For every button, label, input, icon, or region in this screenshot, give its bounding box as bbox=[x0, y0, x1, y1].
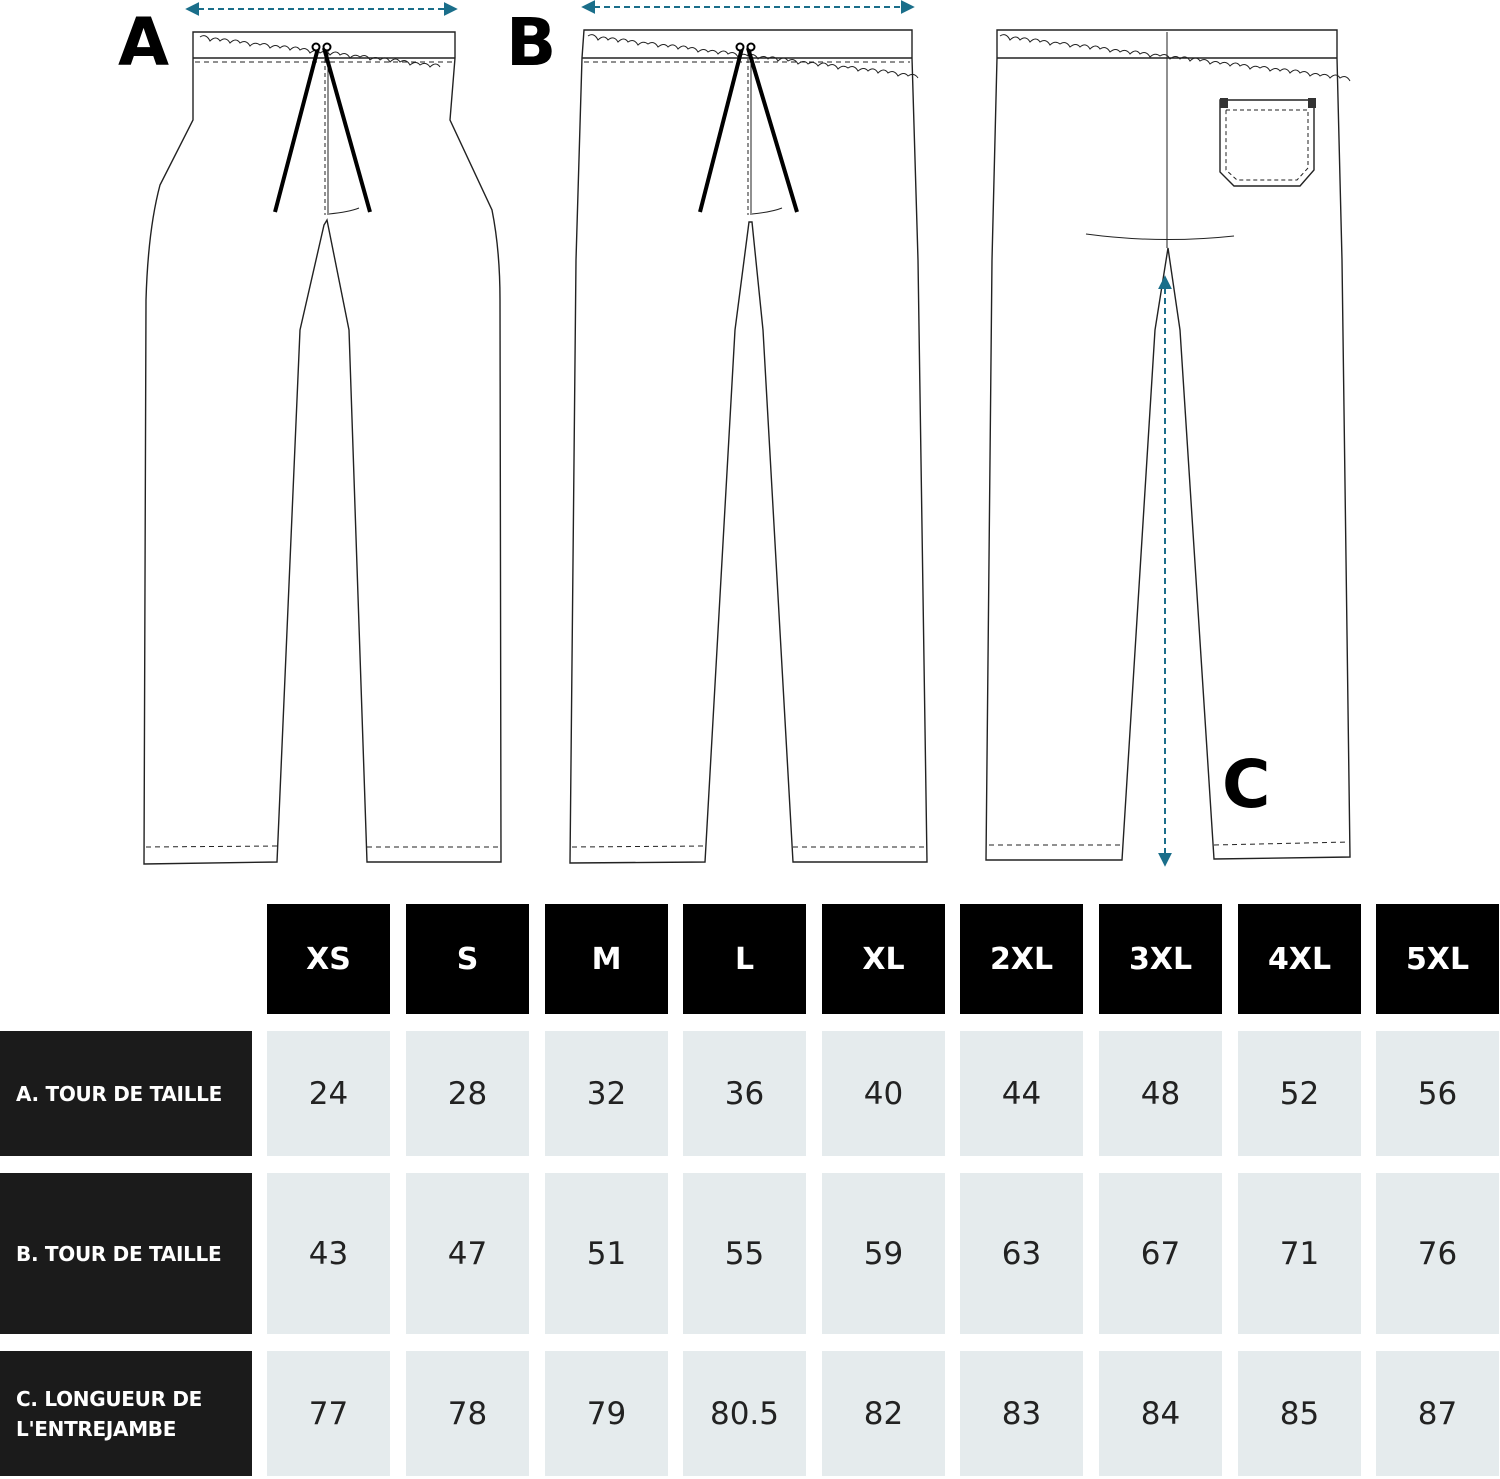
label-a: A bbox=[118, 4, 170, 81]
measurement-cell: 48 bbox=[1099, 1031, 1222, 1156]
label-c: C bbox=[1222, 746, 1271, 823]
measurement-cell: 36 bbox=[683, 1031, 806, 1156]
measurement-cell: 63 bbox=[960, 1173, 1083, 1334]
measurement-cell: 28 bbox=[406, 1031, 529, 1156]
pants-a-drawing bbox=[143, 31, 502, 865]
measurement-cell: 56 bbox=[1376, 1031, 1499, 1156]
measurement-cell: 32 bbox=[545, 1031, 668, 1156]
measurement-cell: 84 bbox=[1099, 1351, 1222, 1476]
size-header: 2XL bbox=[960, 904, 1083, 1014]
measurement-cell: 79 bbox=[545, 1351, 668, 1476]
measurement-cell: 77 bbox=[267, 1351, 390, 1476]
size-header: S bbox=[406, 904, 529, 1014]
measurement-cell: 87 bbox=[1376, 1351, 1499, 1476]
row-label: C. LONGUEUR DE L'ENTREJAMBE bbox=[0, 1351, 252, 1476]
measurement-cell: 83 bbox=[960, 1351, 1083, 1476]
measurement-cell: 52 bbox=[1238, 1031, 1361, 1156]
measurement-cell: 71 bbox=[1238, 1173, 1361, 1334]
measurement-cell: 80.5 bbox=[683, 1351, 806, 1476]
row-label: B. TOUR DE TAILLE bbox=[0, 1173, 252, 1334]
measurement-cell: 44 bbox=[960, 1031, 1083, 1156]
measurement-cell: 59 bbox=[822, 1173, 945, 1334]
size-header: L bbox=[683, 904, 806, 1014]
size-header: 3XL bbox=[1099, 904, 1222, 1014]
size-header: XS bbox=[267, 904, 390, 1014]
measurement-cell: 78 bbox=[406, 1351, 529, 1476]
row-label: A. TOUR DE TAILLE bbox=[0, 1031, 252, 1156]
measurement-cell: 51 bbox=[545, 1173, 668, 1334]
pants-technical-drawing bbox=[143, 0, 1351, 867]
measurement-cell: 76 bbox=[1376, 1173, 1499, 1334]
pants-b-drawing bbox=[569, 29, 928, 864]
measurement-cell: 82 bbox=[822, 1351, 945, 1476]
measurement-cell: 55 bbox=[683, 1173, 806, 1334]
size-header: 5XL bbox=[1376, 904, 1499, 1014]
measurement-cell: 40 bbox=[822, 1031, 945, 1156]
pants-b-drawstring bbox=[698, 42, 799, 213]
size-header: 4XL bbox=[1238, 904, 1361, 1014]
measurement-cell: 85 bbox=[1238, 1351, 1361, 1476]
measurement-cell: 43 bbox=[267, 1173, 390, 1334]
label-b: B bbox=[506, 4, 557, 81]
pants-a-drawstring bbox=[273, 42, 372, 213]
pants-c-drawing bbox=[985, 29, 1351, 861]
measurement-cell: 47 bbox=[406, 1173, 529, 1334]
measurement-cell: 67 bbox=[1099, 1173, 1222, 1334]
size-header: XL bbox=[822, 904, 945, 1014]
measurement-cell: 24 bbox=[267, 1031, 390, 1156]
size-header: M bbox=[545, 904, 668, 1014]
